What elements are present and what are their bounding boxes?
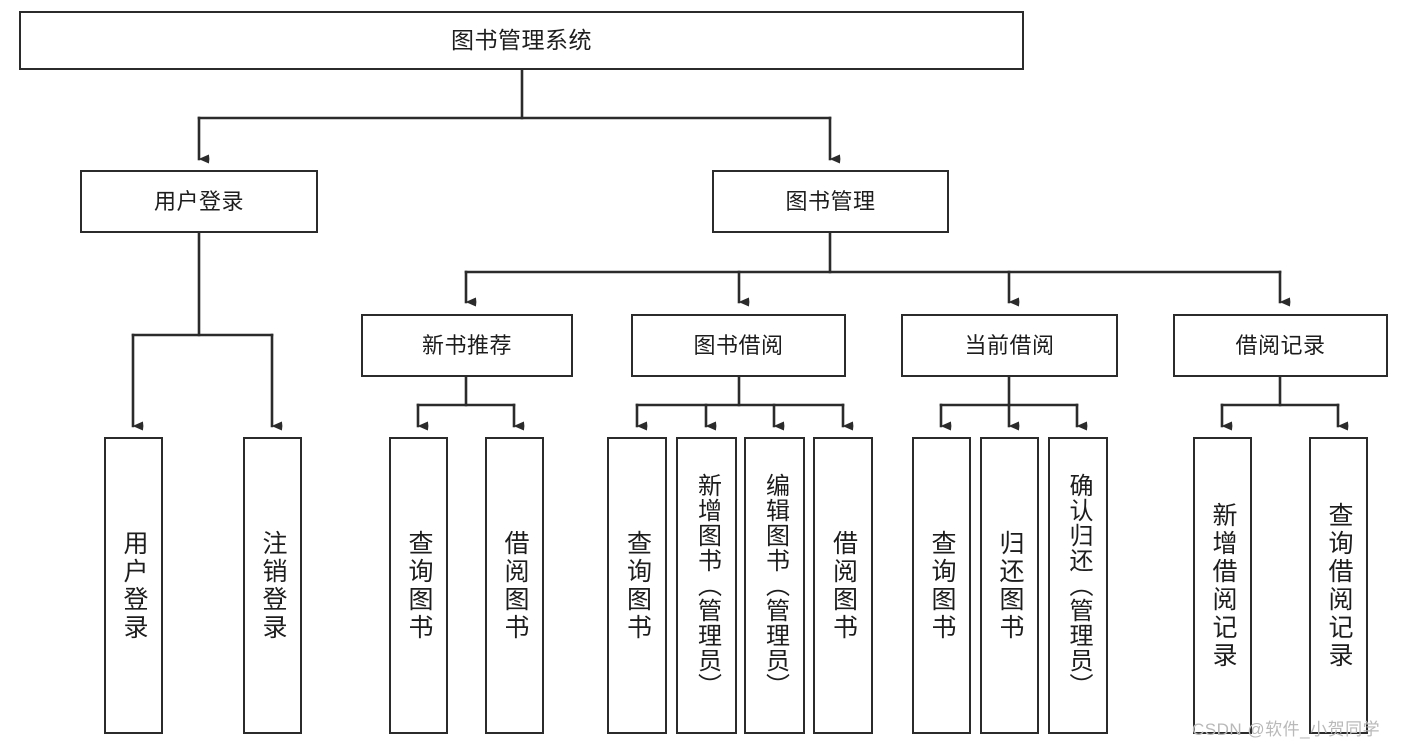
node-label: 查询图书 (623, 529, 652, 642)
node-user-login[interactable]: 用户登录 (80, 170, 318, 233)
node-new-book-recommend[interactable]: 新书推荐 (361, 314, 573, 377)
leaf-return-book[interactable]: 归还图书 (980, 437, 1039, 734)
leaf-query-book-borrow[interactable]: 查询图书 (607, 437, 667, 734)
leaf-borrow-book-recommend[interactable]: 借阅图书 (485, 437, 544, 734)
node-current-borrow[interactable]: 当前借阅 (901, 314, 1118, 377)
node-label: 注销登录 (259, 529, 287, 642)
node-label: 当前借阅 (964, 332, 1055, 358)
node-label: 新增图书（管理员） (693, 473, 721, 698)
node-label: 图书管理 (785, 188, 876, 214)
node-label: 借阅图书 (829, 529, 858, 642)
leaf-query-book-recommend[interactable]: 查询图书 (389, 437, 448, 734)
node-label: 归还图书 (996, 529, 1024, 642)
node-label: 用户登录 (120, 529, 148, 642)
leaf-user-logout[interactable]: 注销登录 (243, 437, 302, 734)
node-label: 编辑图书（管理员） (761, 473, 789, 698)
watermark-text: CSDN @软件_小贺同学 (1192, 720, 1381, 739)
node-label: 查询借阅记录 (1325, 501, 1353, 670)
node-borrow-record[interactable]: 借阅记录 (1173, 314, 1388, 377)
node-book-manage[interactable]: 图书管理 (712, 170, 949, 233)
node-book-borrow[interactable]: 图书借阅 (631, 314, 846, 377)
leaf-query-book-current[interactable]: 查询图书 (912, 437, 971, 734)
leaf-confirm-return[interactable]: 确认归还（管理员） (1048, 437, 1108, 734)
leaf-query-borrow-record[interactable]: 查询借阅记录 (1309, 437, 1368, 734)
leaf-user-login[interactable]: 用户登录 (104, 437, 163, 734)
node-root-system[interactable]: 图书管理系统 (19, 11, 1024, 70)
node-label: 图书借阅 (693, 332, 784, 358)
node-label: 新增借阅记录 (1209, 501, 1237, 670)
node-label: 查询图书 (928, 529, 956, 642)
node-label: 新书推荐 (421, 332, 512, 358)
leaf-edit-book[interactable]: 编辑图书（管理员） (744, 437, 805, 734)
node-label: 查询图书 (405, 529, 433, 642)
node-label: 借阅记录 (1235, 332, 1326, 358)
leaf-add-book[interactable]: 新增图书（管理员） (676, 437, 737, 734)
node-label: 确认归还（管理员） (1065, 473, 1092, 698)
node-label: 借阅图书 (501, 529, 529, 642)
node-label: 图书管理系统 (451, 26, 592, 53)
leaf-borrow-book[interactable]: 借阅图书 (813, 437, 873, 734)
node-label: 用户登录 (153, 188, 244, 214)
leaf-add-borrow-record[interactable]: 新增借阅记录 (1193, 437, 1252, 734)
